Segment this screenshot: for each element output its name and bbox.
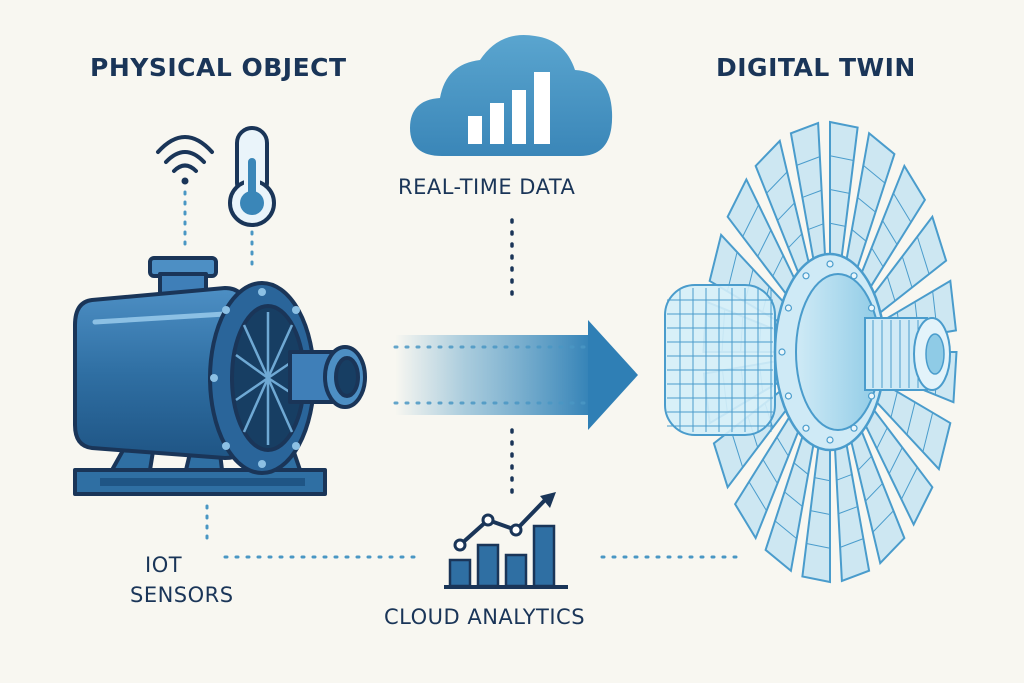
twin-bolt xyxy=(785,305,791,311)
twin-bolt xyxy=(803,273,809,279)
twin-bolt xyxy=(779,349,785,355)
twin-bolt xyxy=(851,273,857,279)
twin-bolt xyxy=(827,261,833,267)
pump-icon xyxy=(75,258,365,494)
iot-sensors-label: IOT SENSORS xyxy=(145,550,234,610)
turbine-wireframe-icon xyxy=(665,122,957,582)
real-time-data-label: REAL-TIME DATA xyxy=(398,175,575,199)
digital-twin-title: DIGITAL TWIN xyxy=(716,53,916,82)
cloud-chart-icon xyxy=(410,35,612,156)
thermometer-icon xyxy=(230,128,274,225)
twin-bolt xyxy=(851,425,857,431)
twin-shaft-bore xyxy=(926,334,944,374)
iot-label-line2: SENSORS xyxy=(130,580,234,610)
wifi-icon xyxy=(158,137,212,185)
twin-bolt xyxy=(803,425,809,431)
twin-bolt xyxy=(827,437,833,443)
analytics-chart-icon xyxy=(444,492,568,587)
cloud-analytics-label: CLOUD ANALYTICS xyxy=(384,605,585,629)
twin-bolt xyxy=(869,393,875,399)
flow-arrow-icon xyxy=(395,320,638,430)
twin-bolt xyxy=(869,305,875,311)
physical-object-title: PHYSICAL OBJECT xyxy=(90,53,347,82)
twin-bolt xyxy=(785,393,791,399)
iot-label-line1: IOT xyxy=(145,550,234,580)
